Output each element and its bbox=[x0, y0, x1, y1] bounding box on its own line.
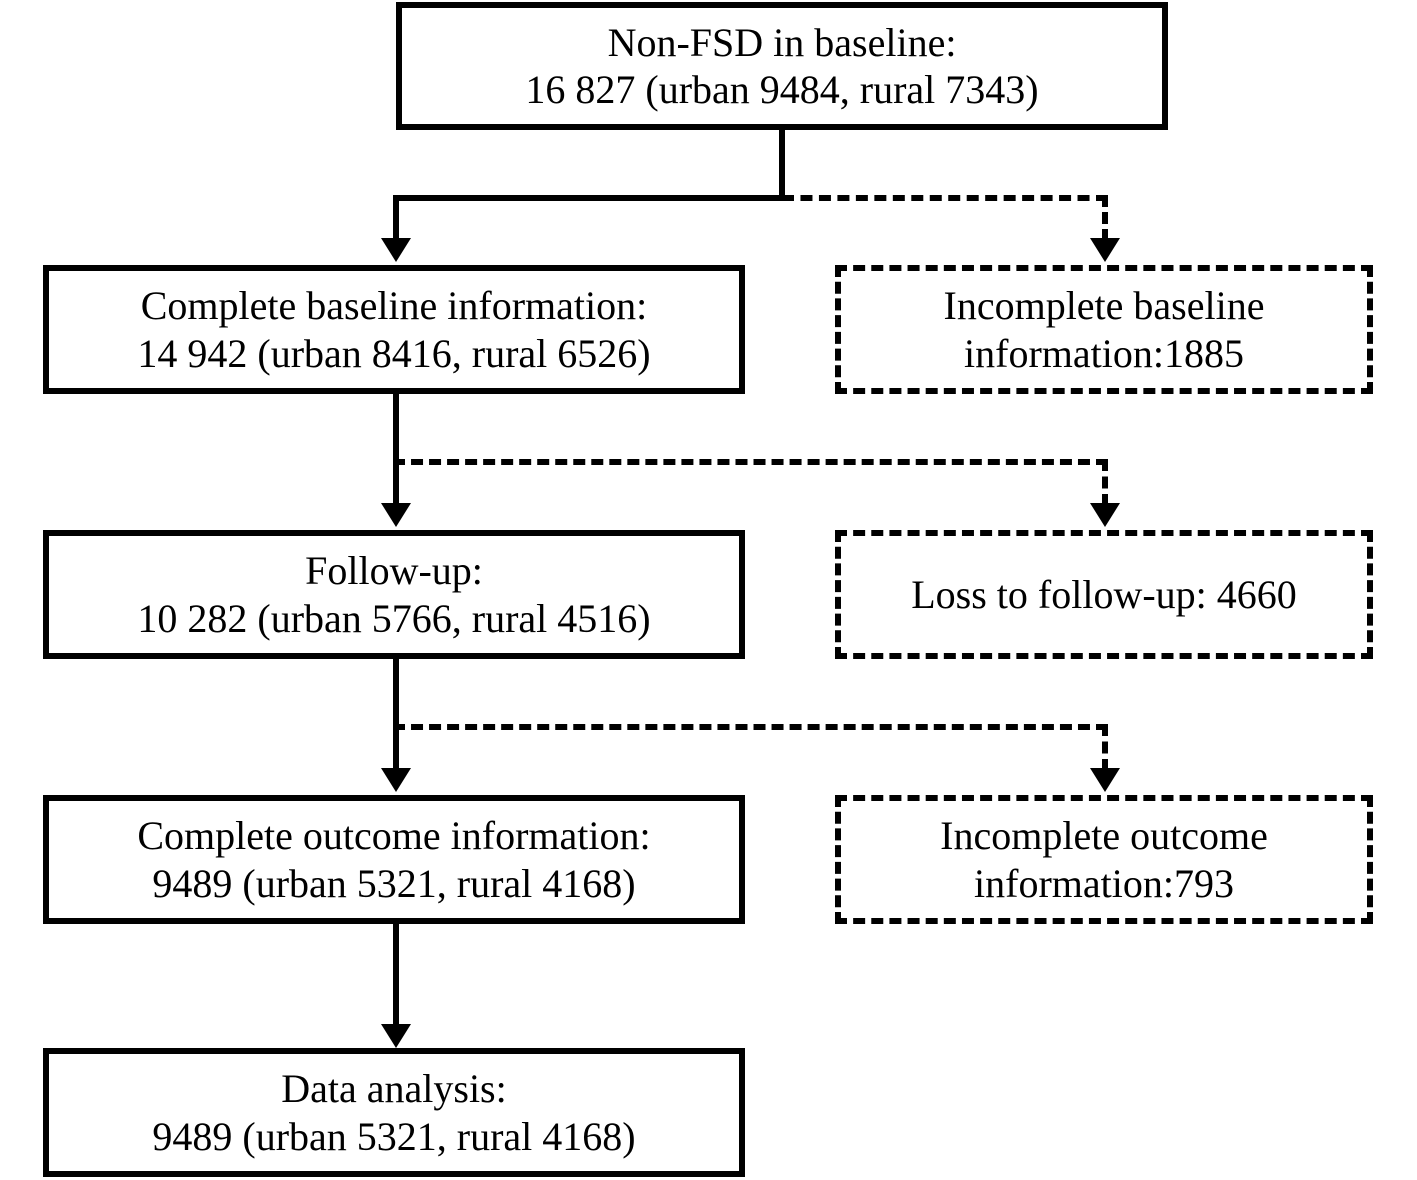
arrowhead-to-follow-up bbox=[381, 503, 411, 527]
connector-loss-branch-horizontal bbox=[393, 459, 1108, 465]
node-complete-baseline: Complete baseline information: 14 942 (u… bbox=[43, 265, 745, 394]
node-follow-up-line2: 10 282 (urban 5766, rural 4516) bbox=[137, 595, 651, 641]
node-complete-outcome-line2: 9489 (urban 5321, rural 4168) bbox=[152, 860, 636, 906]
node-incomplete-baseline-line1: Incomplete baseline bbox=[943, 283, 1265, 329]
node-data-analysis-line2: 9489 (urban 5321, rural 4168) bbox=[152, 1113, 636, 1159]
connector-to-complete-baseline bbox=[393, 195, 399, 241]
node-follow-up: Follow-up: 10 282 (urban 5766, rural 451… bbox=[43, 530, 745, 659]
arrowhead-to-data-analysis bbox=[381, 1024, 411, 1048]
connector-to-follow-up bbox=[393, 394, 399, 506]
connector-to-complete-outcome bbox=[393, 659, 399, 771]
node-follow-up-line1: Follow-up: bbox=[305, 548, 483, 594]
node-incomplete-outcome-line1: Incomplete outcome bbox=[940, 813, 1268, 859]
connector-loss-branch-vertical bbox=[1102, 459, 1108, 506]
node-incomplete-baseline: Incomplete baseline information:1885 bbox=[835, 265, 1373, 394]
node-complete-outcome-line1: Complete outcome information: bbox=[137, 813, 651, 859]
connector-baseline-stem bbox=[779, 130, 785, 198]
node-loss-to-follow-up-line1: Loss to follow-up: 4660 bbox=[911, 571, 1297, 617]
connector-baseline-split-left bbox=[393, 195, 785, 201]
node-loss-to-follow-up: Loss to follow-up: 4660 bbox=[835, 530, 1373, 659]
connector-baseline-split-right bbox=[782, 195, 1108, 201]
arrowhead-to-loss-to-follow-up bbox=[1090, 503, 1120, 527]
node-complete-baseline-line2: 14 942 (urban 8416, rural 6526) bbox=[137, 330, 651, 376]
connector-to-data-analysis bbox=[393, 924, 399, 1027]
node-complete-outcome: Complete outcome information: 9489 (urba… bbox=[43, 795, 745, 924]
connector-incomplete-outcome-branch-vertical bbox=[1102, 724, 1108, 771]
node-incomplete-outcome-line2: information:793 bbox=[974, 860, 1234, 906]
connector-incomplete-outcome-branch-horizontal bbox=[393, 724, 1108, 730]
arrowhead-to-incomplete-outcome bbox=[1090, 768, 1120, 792]
arrowhead-to-complete-outcome bbox=[381, 768, 411, 792]
node-incomplete-baseline-line2: information:1885 bbox=[964, 330, 1244, 376]
node-baseline-population-line1: Non-FSD in baseline: bbox=[607, 19, 957, 65]
arrowhead-to-complete-baseline bbox=[381, 238, 411, 262]
node-baseline-population: Non-FSD in baseline: 16 827 (urban 9484,… bbox=[396, 2, 1168, 130]
connector-to-incomplete-baseline bbox=[1102, 195, 1108, 241]
arrowhead-to-incomplete-baseline bbox=[1090, 238, 1120, 262]
node-baseline-population-line2: 16 827 (urban 9484, rural 7343) bbox=[525, 67, 1039, 112]
node-data-analysis: Data analysis: 9489 (urban 5321, rural 4… bbox=[43, 1048, 745, 1177]
node-data-analysis-line1: Data analysis: bbox=[281, 1066, 507, 1112]
node-incomplete-outcome: Incomplete outcome information:793 bbox=[835, 795, 1373, 924]
node-complete-baseline-line1: Complete baseline information: bbox=[140, 283, 648, 329]
